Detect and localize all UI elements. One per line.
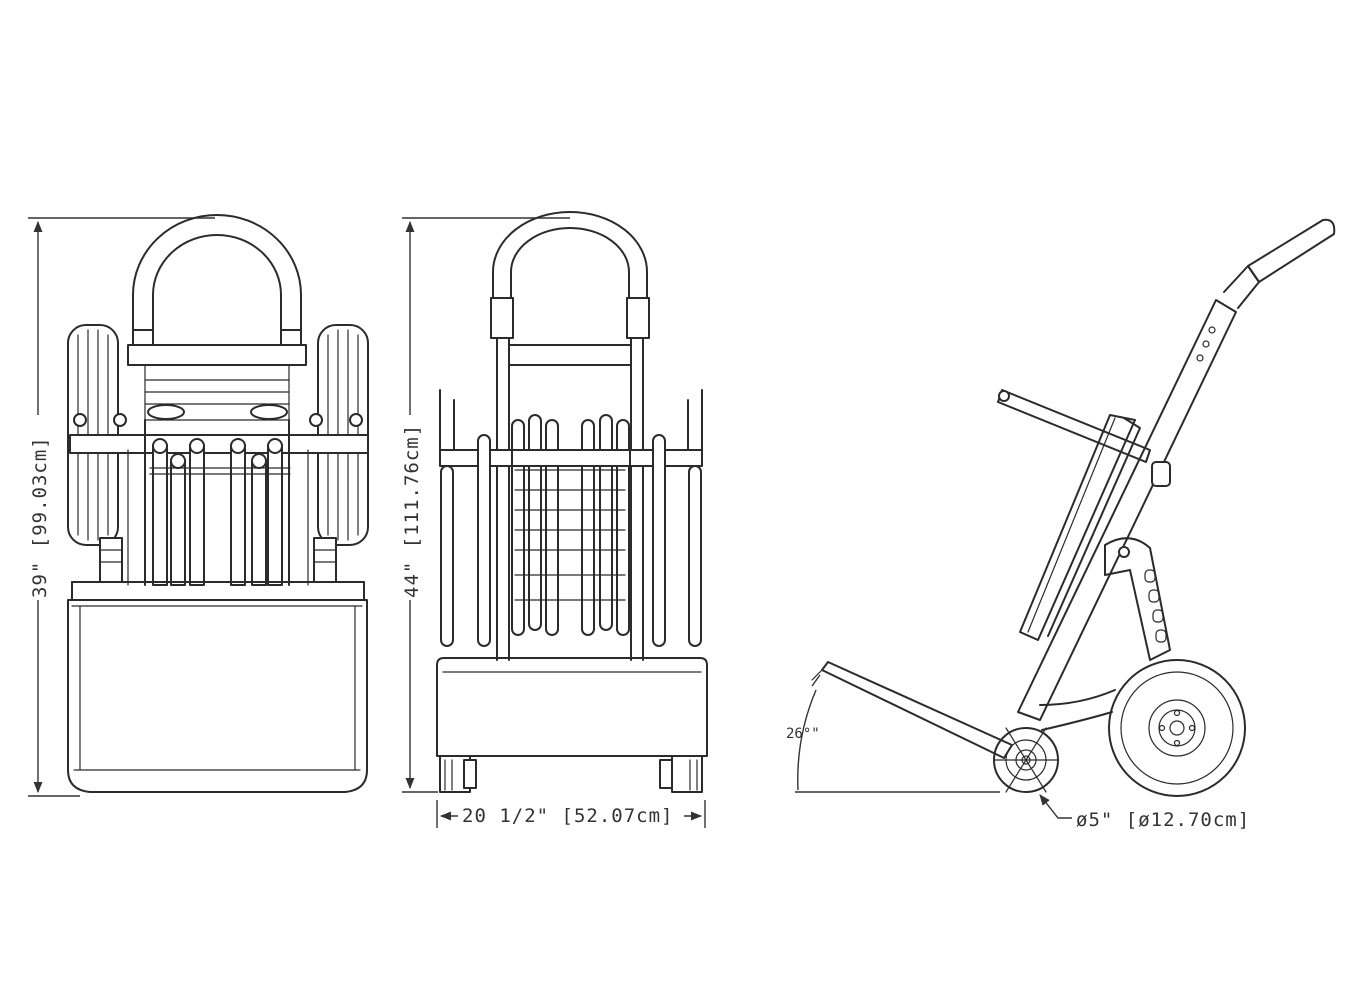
back-view — [402, 211, 708, 828]
width-label: 20 1/2" [52.07cm] — [462, 805, 673, 827]
side-view — [795, 218, 1336, 819]
front-view — [28, 214, 369, 797]
front-height-label: 39" [99.03cm] — [29, 436, 51, 598]
angle-label: 26°" — [786, 726, 820, 742]
back-height-label: 44" [111.76cm] — [401, 424, 423, 598]
back-posts — [440, 414, 702, 647]
caster-diameter-label: ø5" [ø12.70cm] — [1076, 809, 1250, 831]
